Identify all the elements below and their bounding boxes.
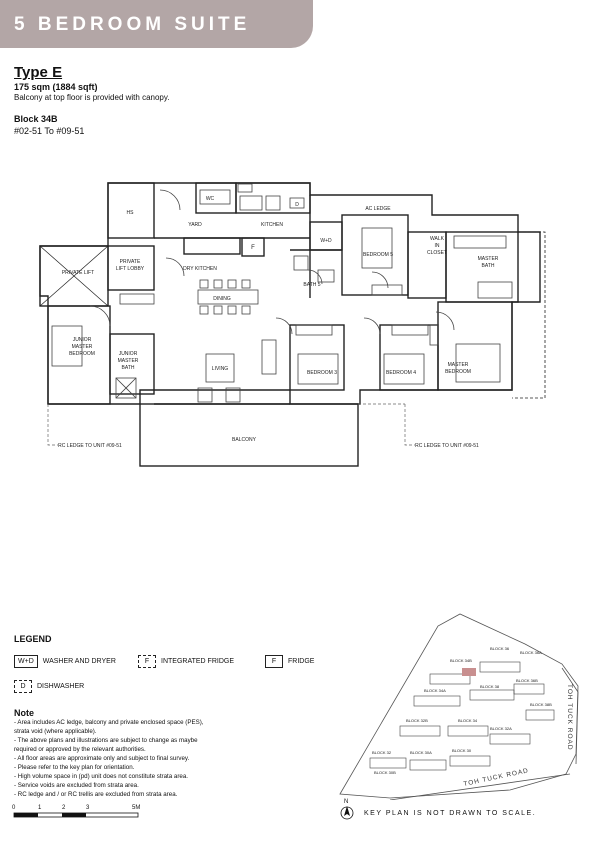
key-block-34b: BLOCK 34B: [450, 658, 472, 663]
scale-tick-5m: 5M: [132, 805, 140, 811]
label-master-bedroom-2: BEDROOM: [445, 369, 471, 375]
legend-washer-dryer: W+D WASHER AND DRYER: [14, 655, 116, 668]
label-balcony: BALCONY: [232, 437, 257, 443]
key-block-36: BLOCK 36: [490, 646, 510, 651]
label-walk-in-3: CLOSET: [427, 250, 447, 256]
label-fridge: F: [251, 245, 255, 251]
label-bedroom5: BEDROOM 5: [363, 252, 393, 258]
label-junior-bath-1: JUNIOR: [119, 351, 138, 357]
label-junior-bath-3: BATH: [122, 365, 135, 371]
label-bedroom4: BEDROOM 4: [386, 370, 416, 376]
label-private-lift-2: LIFT LOBBY: [116, 266, 145, 272]
scale-tick-0: 0: [12, 805, 16, 811]
north-arrow-icon: N: [340, 799, 354, 820]
key-block-30b: BLOCK 30B: [374, 770, 396, 775]
label-junior-master-1: JUNIOR: [73, 337, 92, 343]
legend-fridge: F FRIDGE: [265, 655, 314, 668]
scale-tick-1: 1: [38, 805, 42, 811]
label-rc-ledge-right: RC LEDGE TO UNIT #09-51: [415, 443, 479, 449]
legend-symbol-fridge: F: [265, 655, 283, 668]
label-yard: YARD: [188, 222, 202, 228]
key-block-32: BLOCK 32: [372, 750, 392, 755]
road-label-east: TOH TUCK ROAD: [566, 684, 573, 751]
label-dish: D: [295, 202, 299, 208]
label-living: LIVING: [212, 366, 229, 372]
legend-symbol-dishwasher: D: [14, 680, 32, 693]
scale-tick-2: 2: [62, 805, 66, 811]
legend-label-wd: WASHER AND DRYER: [42, 658, 116, 665]
legend-integrated-fridge: F INTEGRATED FRIDGE: [138, 655, 234, 668]
canopy-note: Balcony at top floor is provided with ca…: [14, 93, 170, 102]
label-rc-ledge-left: RC LEDGE TO UNIT #09-51: [58, 443, 122, 449]
page-title: 5 BEDROOM SUITE: [14, 14, 251, 35]
key-plan: BLOCK 36 BLOCK 36A BLOCK 34B BLOCK 38 BL…: [339, 613, 579, 800]
legend-symbol-wd: W+D: [14, 655, 38, 668]
key-block-34a: BLOCK 34A: [424, 688, 446, 693]
label-walk-in-2: IN: [435, 243, 440, 249]
key-block-38b: BLOCK 38B: [530, 702, 552, 707]
note-line: - All floor areas are approximate only a…: [14, 755, 190, 762]
key-block-30: BLOCK 30: [452, 748, 472, 753]
key-block-32b: BLOCK 32B: [406, 718, 428, 723]
key-plan-note: KEY PLAN IS NOT DRAWN TO SCALE.: [364, 810, 537, 817]
legend-label-fridge: FRIDGE: [288, 658, 315, 665]
label-dining: DINING: [213, 296, 231, 302]
legend-label-integrated-fridge: INTEGRATED FRIDGE: [161, 658, 234, 665]
unit-area: 175 sqm (1884 sqft): [14, 82, 98, 92]
note-line: - RC ledge and / or RC trellis are exclu…: [14, 791, 178, 798]
label-private-lift-1: PRIVATE: [120, 259, 141, 265]
key-block-32a: BLOCK 32A: [490, 726, 512, 731]
unit-range: #02-51 To #09-51: [14, 126, 85, 136]
label-ac-ledge: AC LEDGE: [365, 206, 391, 212]
scale-tick-3: 3: [86, 805, 90, 811]
label-bedroom3: BEDROOM 3: [307, 370, 337, 376]
label-wd: W+D: [320, 238, 332, 244]
key-block-38: BLOCK 38: [480, 684, 500, 689]
north-label: N: [344, 799, 348, 805]
note-line: - The above plans and illustrations are …: [14, 737, 198, 744]
label-bath5: BATH 5: [303, 282, 320, 288]
scale-bar: 0 1 2 3 5M: [12, 805, 140, 818]
label-junior-bath-2: MASTER: [118, 358, 139, 364]
label-master-bath-1: MASTER: [478, 256, 499, 262]
key-block-30a: BLOCK 30A: [410, 750, 432, 755]
note-line: strata void (where applicable).: [14, 728, 97, 735]
unit-type-title: Type E: [14, 64, 63, 81]
label-master-bedroom-1: MASTER: [448, 362, 469, 368]
label-hs: HS: [127, 210, 135, 216]
legend-dishwasher: D DISHWASHER: [14, 680, 84, 693]
note-line: - Area includes AC ledge, balcony and pr…: [14, 719, 204, 726]
label-private-lift-void: PRIVATE LIFT: [62, 270, 94, 276]
legend-symbol-integrated-fridge: F: [138, 655, 156, 668]
key-block-36a: BLOCK 36A: [520, 650, 542, 655]
label-junior-master-2: MASTER: [72, 344, 93, 350]
label-walk-in-1: WALK: [430, 236, 445, 242]
label-dry-kitchen: DRY KITCHEN: [183, 266, 217, 272]
header-banner: 5 BEDROOM SUITE: [0, 0, 313, 48]
note-line: - Please refer to the key plan for orien…: [14, 764, 135, 771]
block-title: Block 34B: [14, 114, 58, 124]
label-master-bath-2: BATH: [482, 263, 495, 269]
note-line: required or approved by the relevant aut…: [14, 746, 146, 753]
legend-label-dishwasher: DISHWASHER: [37, 683, 85, 690]
key-block-36b: BLOCK 36B: [516, 678, 538, 683]
label-kitchen: KITCHEN: [261, 222, 283, 228]
legend-title: LEGEND: [14, 634, 52, 644]
notes-list: - Area includes AC ledge, balcony and pr…: [14, 718, 304, 799]
key-block-34: BLOCK 34: [458, 718, 478, 723]
note-line: - Service voids are excluded from strata…: [14, 782, 139, 789]
label-junior-master-3: BEDROOM: [69, 351, 95, 357]
notes-title: Note: [14, 708, 34, 718]
label-wc: WC: [206, 196, 215, 202]
floor-plan: HS WC YARD KITCHEN AC LEDGE W+D BEDROOM …: [39, 182, 546, 467]
note-line: - High volume space in (pd) unit does no…: [14, 773, 189, 780]
